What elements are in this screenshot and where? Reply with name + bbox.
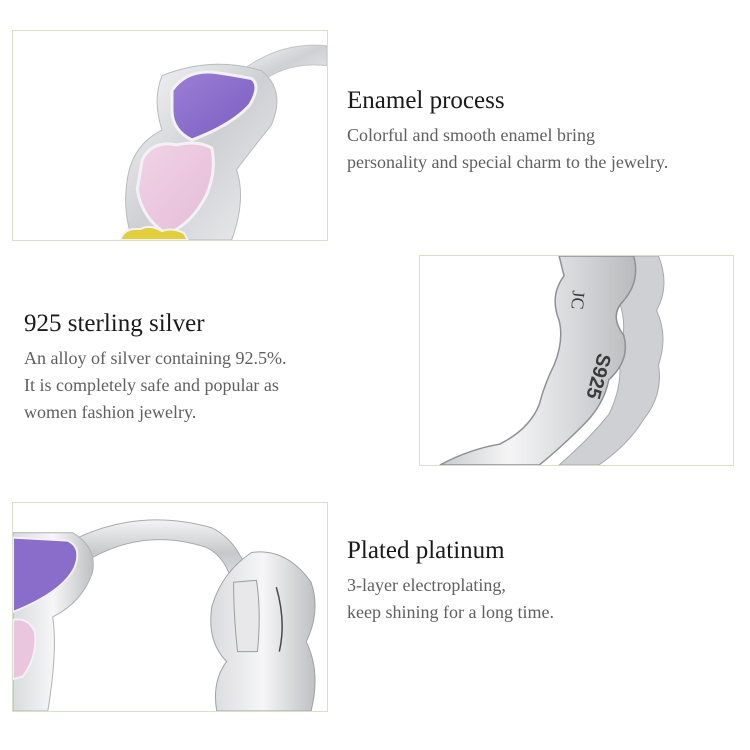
feature-title: Enamel process <box>347 87 505 114</box>
description-line: It is completely safe and popular as <box>24 375 279 395</box>
feature-title: Plated platinum <box>347 537 505 564</box>
description-line: personality and special charm to the jew… <box>347 152 669 172</box>
feature-sterling-silver: 925 sterling silver An alloy of silver c… <box>24 309 286 426</box>
silver-stamp-image-frame: JC S925 <box>419 255 734 466</box>
engraving-logo: JC <box>567 290 589 310</box>
enamel-image-frame <box>12 30 328 241</box>
description-line: women fashion jewelry. <box>24 402 197 422</box>
s925-stamp-image: JC S925 <box>439 256 665 465</box>
feature-description: Colorful and smooth enamel bring persona… <box>347 122 668 176</box>
feature-enamel: Enamel process Colorful and smooth ename… <box>347 86 668 176</box>
hoop-clasp-image <box>13 519 316 711</box>
enamel-hearts-image <box>119 44 327 240</box>
description-line: keep shining for a long time. <box>347 602 554 622</box>
feature-description: An alloy of silver containing 92.5%. It … <box>24 345 286 426</box>
feature-description: 3-layer electroplating, keep shining for… <box>347 572 554 626</box>
description-line: Colorful and smooth enamel bring <box>347 125 595 145</box>
description-line: 3-layer electroplating, <box>347 575 506 595</box>
platinum-image-frame <box>12 502 328 712</box>
description-line: An alloy of silver containing 92.5%. <box>24 348 287 368</box>
feature-plated-platinum: Plated platinum 3-layer electroplating, … <box>347 536 554 626</box>
feature-title: 925 sterling silver <box>24 310 205 337</box>
